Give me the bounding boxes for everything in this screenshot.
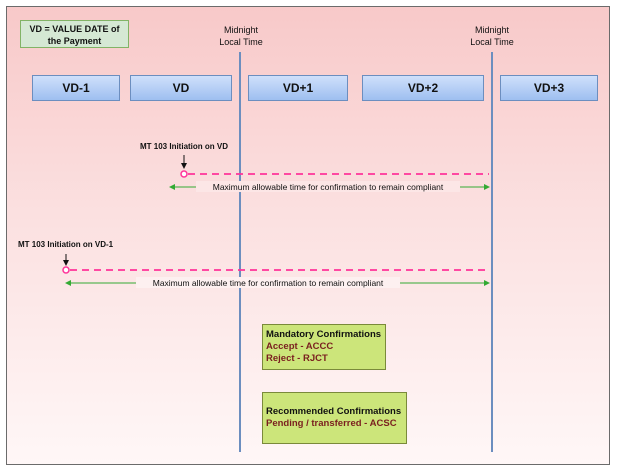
recommended-item-pending: Pending / transferred - ACSC <box>266 418 397 429</box>
compliance-window-label-vd: Maximum allowable time for confirmation … <box>213 182 444 192</box>
compliance-window-label-bg-vd <box>196 181 460 192</box>
compliance-window-label-vd-minus-1: Maximum allowable time for confirmation … <box>153 278 384 288</box>
value-date-box-vd-minus-1: VD-1 <box>32 75 120 101</box>
initiation-point-vd-minus-1 <box>62 266 70 274</box>
midnight-label-1-line-2: Local Time <box>219 37 263 47</box>
mandatory-confirmations-box: Mandatory Confirmations Accept - ACCC Re… <box>262 324 386 370</box>
initiation-label-vd: MT 103 Initiation on VD <box>140 142 229 151</box>
mandatory-item-accept: Accept - ACCC <box>266 341 334 352</box>
value-date-box-vd-plus-1: VD+1 <box>248 75 348 101</box>
midnight-label-2-line-1: Midnight <box>474 25 510 35</box>
value-date-box-vd: VD <box>130 75 232 101</box>
midnight-line-1 <box>239 52 241 452</box>
mandatory-title: Mandatory Confirmations <box>266 329 382 340</box>
legend-line-2: the Payment <box>47 36 102 46</box>
recommended-confirmations-box: Recommended Confirmations Pending / tran… <box>262 392 407 444</box>
value-date-legend: VD = VALUE DATE of the Payment <box>20 20 129 48</box>
midnight-label-1: Midnight Local Time <box>201 24 281 48</box>
midnight-line-2 <box>491 52 493 452</box>
midnight-label-2-line-2: Local Time <box>470 37 514 47</box>
value-date-box-vd-plus-3: VD+3 <box>500 75 598 101</box>
recommended-title: Recommended Confirmations <box>266 406 402 417</box>
value-date-box-vd-plus-2: VD+2 <box>362 75 484 101</box>
initiation-point-vd <box>180 170 188 178</box>
compliance-window-label-bg-vd-minus-1 <box>136 277 400 288</box>
midnight-label-2: Midnight Local Time <box>452 24 532 48</box>
initiation-label-vd-minus-1: MT 103 Initiation on VD-1 <box>18 240 114 249</box>
legend-line-1: VD = VALUE DATE of <box>29 24 120 34</box>
mandatory-item-reject: Reject - RJCT <box>266 353 328 364</box>
midnight-label-1-line-1: Midnight <box>223 25 259 35</box>
